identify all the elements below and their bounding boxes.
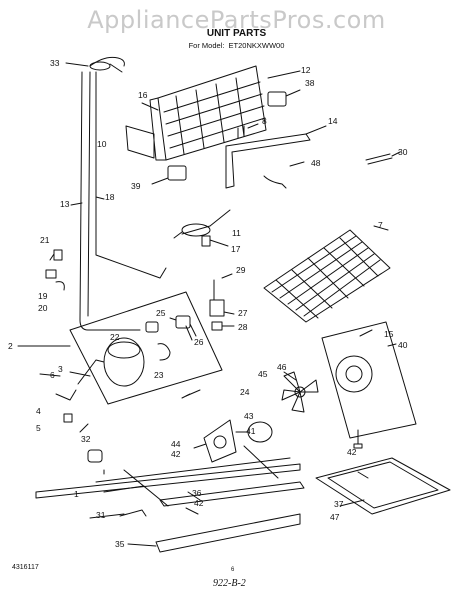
callout-29: 29 xyxy=(236,265,246,275)
doc-number: 4316117 xyxy=(12,564,39,571)
callout-19: 19 xyxy=(38,291,48,301)
callout-24: 24 xyxy=(240,387,250,397)
callout-32: 32 xyxy=(81,434,91,444)
part-fan-bracket xyxy=(173,209,231,247)
part-compressor xyxy=(69,337,145,387)
callout-17: 17 xyxy=(231,244,241,254)
callout-10: 10 xyxy=(97,139,107,149)
callout-36: 36 xyxy=(192,488,202,498)
watermark: AppliancePartsPros.com xyxy=(87,6,386,34)
callout-20: 20 xyxy=(38,303,48,313)
part-4-5 xyxy=(55,389,77,423)
part-14-tube xyxy=(225,125,327,189)
callout-42: 42 xyxy=(194,498,204,508)
diagram-title: UNIT PARTS xyxy=(206,28,267,39)
callout-2: 2 xyxy=(8,341,13,351)
model-prefix: For Model: xyxy=(188,41,225,50)
callout-14: 14 xyxy=(328,116,338,126)
page-mark: 6 xyxy=(231,567,235,573)
callout-33: 33 xyxy=(50,58,60,68)
callout-38: 38 xyxy=(305,78,315,88)
part-relay-overload xyxy=(145,315,197,361)
callout-42: 42 xyxy=(171,449,181,459)
part-42-screw xyxy=(353,429,363,449)
part-drain-pan xyxy=(315,457,451,515)
part-32 xyxy=(87,449,103,463)
callout-45: 45 xyxy=(258,369,268,379)
part-hardware-bottom xyxy=(119,491,201,517)
callout-4: 4 xyxy=(36,406,41,416)
part-30 xyxy=(365,151,401,165)
callout-16: 16 xyxy=(138,90,148,100)
callout-44: 44 xyxy=(171,439,181,449)
part-21-19-20 xyxy=(45,249,65,291)
part-evaporator-coil xyxy=(125,65,301,161)
callout-31: 31 xyxy=(96,510,106,520)
callout-5: 5 xyxy=(36,423,41,433)
callout-46: 46 xyxy=(277,362,287,372)
callout-11: 11 xyxy=(232,228,241,238)
part-38 xyxy=(267,89,301,107)
callout-6: 6 xyxy=(50,370,55,380)
callout-41: 41 xyxy=(246,426,256,436)
part-bottom-rail xyxy=(127,513,301,553)
callout-22: 22 xyxy=(110,332,120,342)
callout-42: 42 xyxy=(347,447,357,457)
callout-30: 30 xyxy=(398,147,408,157)
callout-7: 7 xyxy=(378,220,383,230)
callout-1: 1 xyxy=(74,489,79,499)
callout-28: 28 xyxy=(238,322,248,332)
callout-3: 3 xyxy=(58,364,63,374)
part-24 xyxy=(181,389,201,399)
part-29-27-28 xyxy=(209,273,235,331)
callout-39: 39 xyxy=(131,181,141,191)
leader-lines xyxy=(23,345,365,519)
signature: 922-B-2 xyxy=(213,578,246,589)
callout-37: 37 xyxy=(334,499,344,509)
callout-23: 23 xyxy=(154,370,164,380)
model-number: ET20NKXWW00 xyxy=(228,41,285,50)
callout-12: 12 xyxy=(301,65,311,75)
callout-13: 13 xyxy=(60,199,70,209)
part-drier xyxy=(65,56,125,73)
part-condenser-coil xyxy=(263,225,391,323)
callout-21: 21 xyxy=(40,235,50,245)
part-fan-motor xyxy=(193,419,273,463)
callout-27: 27 xyxy=(238,308,248,318)
callout-8: 8 xyxy=(262,116,267,126)
model-line: For Model: ET20NKXWW00 xyxy=(0,41,473,50)
part-8 xyxy=(237,123,259,139)
callout-25: 25 xyxy=(156,308,166,318)
callout-15: 15 xyxy=(384,329,394,339)
part-vertical-tubes xyxy=(70,71,167,331)
callout-48: 48 xyxy=(311,158,321,168)
part-base-plate xyxy=(17,291,223,405)
part-shroud-bracket xyxy=(321,321,417,439)
callout-26: 26 xyxy=(194,337,204,347)
callout-43: 43 xyxy=(244,411,254,421)
part-frame xyxy=(35,445,305,507)
callout-35: 35 xyxy=(115,539,125,549)
callout-18: 18 xyxy=(105,192,115,202)
callout-40: 40 xyxy=(398,340,408,350)
part-fan-blade xyxy=(281,371,319,413)
part-39 xyxy=(151,165,187,185)
callout-47: 47 xyxy=(330,512,340,522)
